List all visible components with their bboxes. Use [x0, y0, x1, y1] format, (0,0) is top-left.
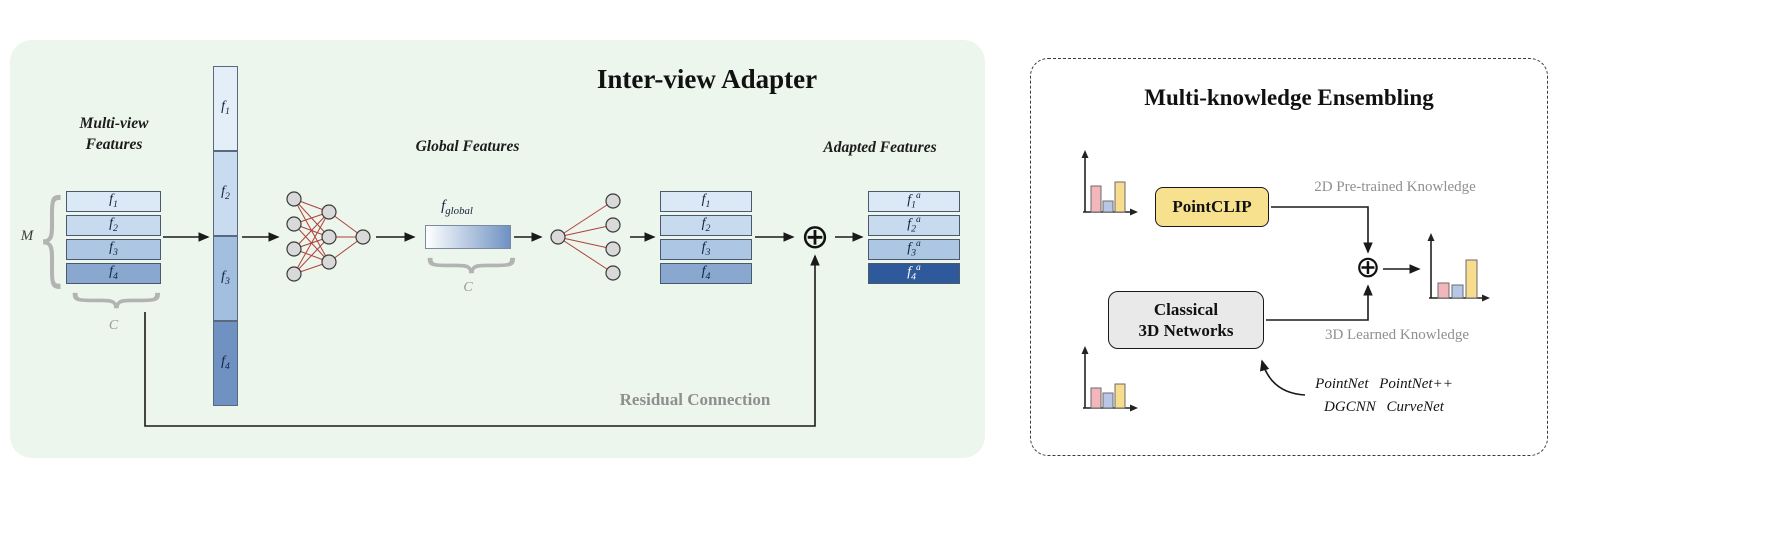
feature-row-f4: f4: [660, 263, 752, 284]
adapted-feature-stack: f1a f2a f3a f4a: [868, 191, 960, 284]
encoder-mlp-icon: [286, 191, 371, 282]
adapted-row-f2: f2a: [868, 215, 960, 236]
classical-box-line1: Classical: [1153, 299, 1219, 319]
multiview-label-line2: Features: [85, 135, 143, 153]
global-feature-bar: [425, 225, 511, 249]
panel-title: Multi-knowledge Ensembling: [1144, 85, 1434, 110]
multiview-feature-stack: f1 f2 f3 f4: [66, 191, 161, 284]
panel-title: Inter-view Adapter: [596, 64, 818, 94]
global-features-label: Global Features: [415, 138, 520, 155]
m-brace: {: [37, 177, 67, 297]
decoded-feature-stack: f1 f2 f3 f4: [660, 191, 752, 284]
feature-label: f4a: [907, 263, 921, 283]
histogram-2d-icon: [1081, 150, 1138, 216]
feature-row-f1: f1: [66, 191, 161, 212]
arrow-pointclip-to-sum: [1271, 206, 1373, 254]
feature-label: f2a: [907, 215, 921, 235]
multiview-label-line1: Multi-view: [79, 115, 149, 132]
adapted-row-f3: f3a: [868, 239, 960, 260]
inter-view-adapter-panel: Inter-view Adapter Multi-view Features M…: [10, 40, 985, 458]
sum-operator-icon: ⊕: [1355, 250, 1381, 285]
multi-knowledge-ensembling-panel: Multi-knowledge Ensembling PointCLIP 2D …: [1030, 58, 1548, 456]
classical-3d-networks-box: Classical 3D Networks: [1108, 291, 1264, 349]
adapted-features-label: Adapted Features: [823, 139, 937, 156]
feature-label: f3: [109, 240, 118, 258]
feature-row-f4: f4: [66, 263, 161, 284]
feature-label: f3: [221, 269, 230, 287]
network-names-line2: DGCNN CurveNet: [1324, 399, 1444, 416]
feature-row-f2: f2: [660, 215, 752, 236]
concatenated-features-bar: f1 f2 f3 f4: [213, 66, 238, 406]
feature-label: f1a: [907, 191, 921, 211]
feature-row-f3: f3: [66, 239, 161, 260]
decoder-mlp-icon: [550, 193, 621, 281]
network-names-line1: PointNet PointNet++: [1315, 376, 1453, 392]
classical-box-line2: 3D Networks: [1138, 321, 1234, 340]
network-names-label: PointNet PointNet++ DGCNN CurveNet: [1271, 373, 1497, 420]
feature-label: f1: [109, 192, 118, 210]
knowledge-2d-label: 2D Pre-trained Knowledge: [1314, 179, 1476, 195]
feature-label: f4: [109, 264, 118, 282]
feature-label: f3: [701, 240, 711, 258]
concat-segment-f4: f4: [213, 321, 238, 406]
feature-label: f2: [221, 184, 230, 202]
feature-label: f2: [109, 216, 118, 234]
multiview-features-label: Multi-view Features: [49, 114, 179, 156]
concat-segment-f2: f2: [213, 151, 238, 236]
feature-label: f1: [221, 99, 230, 117]
knowledge-3d-label: 3D Learned Knowledge: [1324, 327, 1470, 343]
feature-label: f4: [221, 354, 230, 372]
fglobal-label: fglobal: [441, 198, 473, 217]
c-brace-global: {: [412, 252, 523, 278]
concat-segment-f3: f3: [213, 236, 238, 321]
feature-label: f4: [701, 264, 711, 282]
feature-row-f1: f1: [660, 191, 752, 212]
feature-label: f2: [701, 216, 711, 234]
feature-label: f3a: [907, 239, 921, 259]
c-dimension-label: C: [108, 318, 119, 333]
arrow-3dnet-to-sum: [1266, 284, 1373, 321]
concat-segment-f1: f1: [213, 66, 238, 151]
residual-connection-label: Residual Connection: [619, 390, 771, 409]
adapted-row-f4: f4a: [868, 263, 960, 284]
c-brace-stack: {: [57, 287, 168, 313]
feature-label: f1: [701, 192, 711, 210]
c-dimension-label-global: C: [463, 280, 473, 295]
histogram-3d-icon: [1081, 346, 1138, 412]
m-dimension-label: M: [20, 228, 34, 244]
sum-operator-icon: ⊕: [800, 217, 830, 257]
adapted-row-f1: f1a: [868, 191, 960, 212]
feature-row-f3: f3: [660, 239, 752, 260]
pointclip-box: PointCLIP: [1155, 187, 1269, 227]
feature-row-f2: f2: [66, 215, 161, 236]
histogram-output-icon: [1427, 233, 1490, 302]
